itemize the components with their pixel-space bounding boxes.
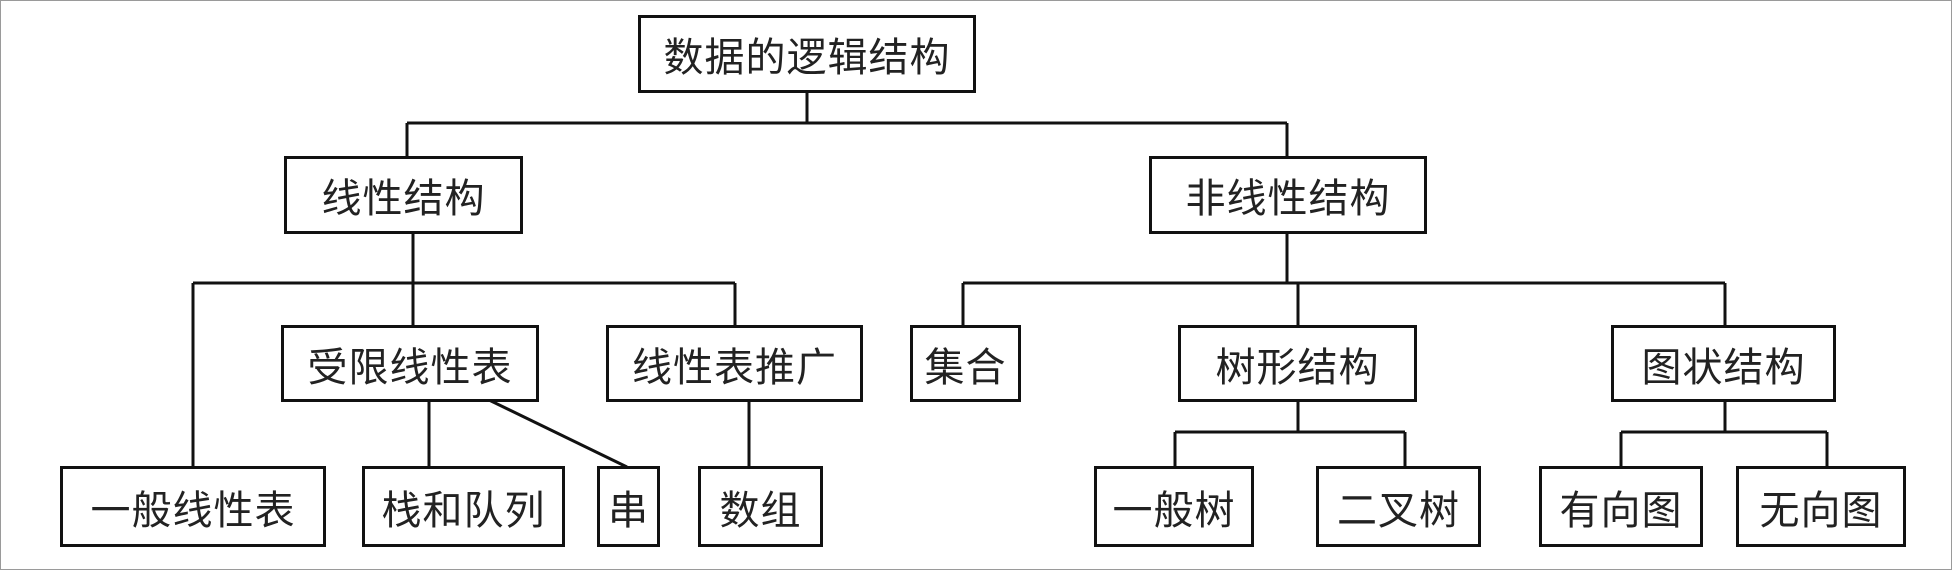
node-nonlinear-structure: 非线性结构 bbox=[1149, 156, 1427, 234]
node-list-generalization: 线性表推广 bbox=[606, 325, 863, 402]
node-binary-tree: 二叉树 bbox=[1316, 466, 1481, 547]
node-set: 集合 bbox=[910, 325, 1021, 402]
node-root: 数据的逻辑结构 bbox=[638, 15, 976, 93]
node-array: 数组 bbox=[698, 466, 823, 547]
node-undirected-graph: 无向图 bbox=[1736, 466, 1906, 547]
node-general-list: 一般线性表 bbox=[60, 466, 326, 547]
node-tree-structure: 树形结构 bbox=[1178, 325, 1417, 402]
node-string: 串 bbox=[597, 466, 660, 547]
node-directed-graph: 有向图 bbox=[1539, 466, 1703, 547]
node-restricted-list: 受限线性表 bbox=[281, 325, 539, 402]
node-linear-structure: 线性结构 bbox=[284, 156, 523, 234]
node-stack-queue: 栈和队列 bbox=[362, 466, 565, 547]
connector-string bbox=[488, 398, 628, 469]
node-general-tree: 一般树 bbox=[1094, 466, 1254, 547]
node-graph-structure: 图状结构 bbox=[1611, 325, 1836, 402]
